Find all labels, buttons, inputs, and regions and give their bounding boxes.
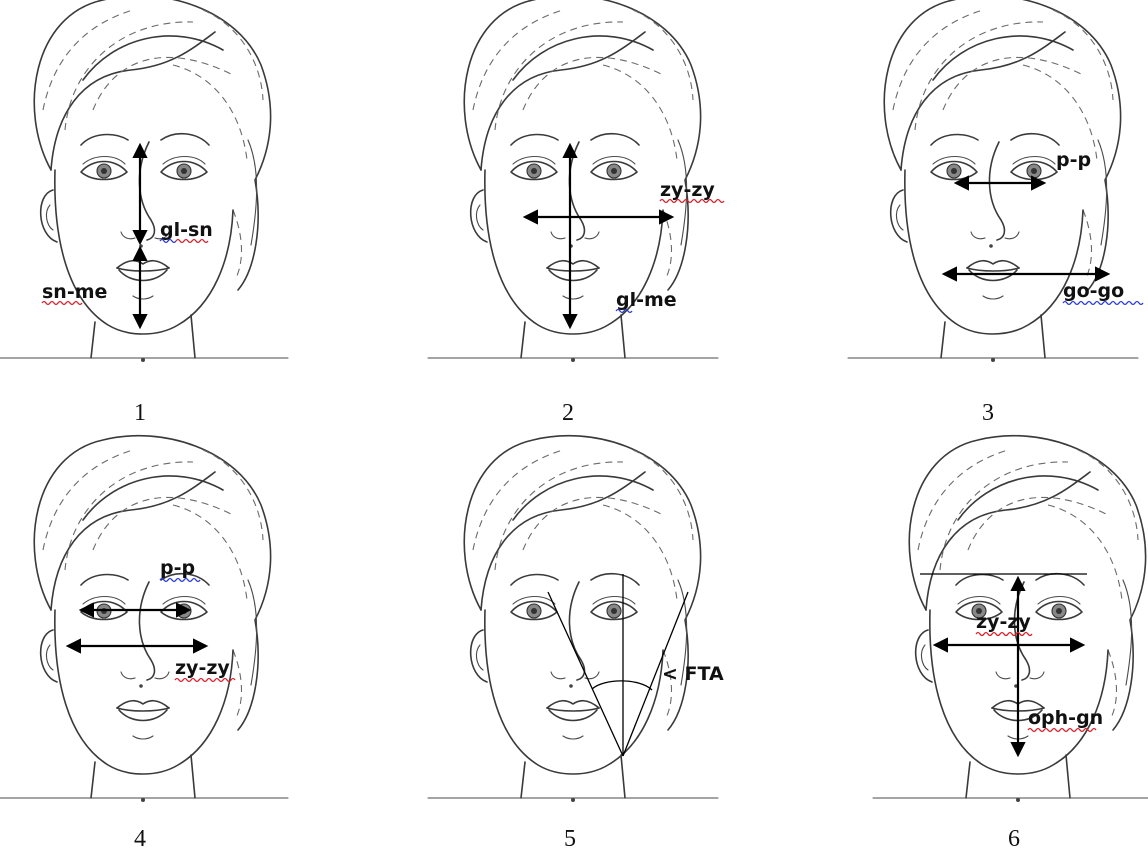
panel-3: p-p go-go 3: [848, 0, 1143, 426]
panel-number-1: 1: [134, 400, 146, 426]
panel-2: zy-zy gl-me 2: [428, 0, 724, 426]
label-go-go: go-go: [1063, 280, 1124, 302]
panel-5: < FTA 5: [428, 436, 724, 852]
fta-angle-arc: [592, 681, 652, 690]
label-p-p: p-p: [1056, 149, 1091, 171]
label-gl-sn: gl-sn: [160, 219, 213, 241]
face-drawing-1: [0, 0, 288, 362]
panel-number-6: 6: [1008, 826, 1020, 852]
face-drawing-3: [848, 0, 1138, 362]
panel-4: p-p zy-zy 4: [0, 436, 288, 852]
panel-6: zy-zy oph-gn 6: [873, 436, 1148, 852]
label-zy-zy: zy-zy: [175, 657, 230, 679]
label-zy-zy: zy-zy: [976, 611, 1031, 633]
label-sn-me: sn-me: [42, 281, 107, 303]
label-zy-zy: zy-zy: [660, 179, 715, 201]
panel-number-2: 2: [562, 400, 574, 426]
label-oph-gn: oph-gn: [1028, 707, 1103, 729]
panel-number-3: 3: [982, 400, 994, 426]
face-drawing-4: [0, 436, 288, 802]
panel-number-4: 4: [134, 826, 146, 852]
face-drawing-5: [428, 436, 718, 802]
label-gl-me: gl-me: [616, 289, 677, 311]
panel-number-5: 5: [564, 826, 576, 852]
label-p-p: p-p: [160, 557, 195, 579]
label-fta: < FTA: [662, 663, 724, 685]
spellcheck-underline: [1063, 302, 1143, 305]
panel-1: gl-sn sn-me 1: [0, 0, 288, 426]
